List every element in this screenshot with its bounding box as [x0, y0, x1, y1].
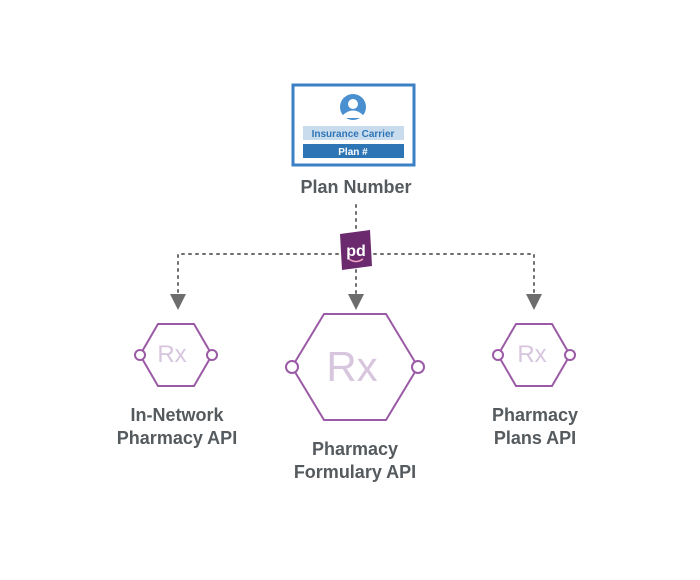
plan-band: [303, 144, 404, 158]
insurance-card: Insurance Carrier Plan #: [291, 83, 416, 167]
carrier-band: [303, 126, 404, 140]
connector-hub-to-plans: [373, 253, 542, 310]
rx-glyph: Rx: [517, 341, 546, 368]
label-line-2: Pharmacy API: [116, 428, 238, 448]
label-line-2: Formulary API: [293, 462, 417, 482]
hex-pharmacy-plans-api: Rx: [492, 323, 576, 387]
label-line-1: Pharmacy: [491, 405, 579, 425]
label-line-1: Pharmacy: [311, 439, 399, 459]
plan-number-band-label: Plan #: [338, 147, 368, 158]
connectors: [170, 204, 542, 310]
hex-pharmacy-formulary-api: Rx: [285, 313, 425, 421]
plan-number-label: Plan Number: [300, 177, 411, 197]
rx-glyph: Rx: [157, 341, 186, 368]
user-avatar-icon: [340, 94, 366, 120]
label-line-2: Plans API: [493, 428, 577, 448]
pd-logo-icon: pd: [340, 230, 372, 270]
pharmacy-plans-api-label: Pharmacy Plans API: [450, 404, 620, 450]
pharmacy-formulary-api-label: Pharmacy Formulary API: [270, 438, 440, 484]
in-network-pharmacy-api-label: In-Network Pharmacy API: [92, 404, 262, 450]
label-line-1: In-Network: [130, 405, 224, 425]
rx-glyph: Rx: [326, 343, 377, 390]
hex-in-network-pharmacy-api: Rx: [134, 323, 218, 387]
insurance-carrier-label: Insurance Carrier: [312, 129, 395, 140]
pd-logo-text: pd: [346, 243, 366, 260]
connector-hub-to-in-network: [170, 253, 339, 310]
